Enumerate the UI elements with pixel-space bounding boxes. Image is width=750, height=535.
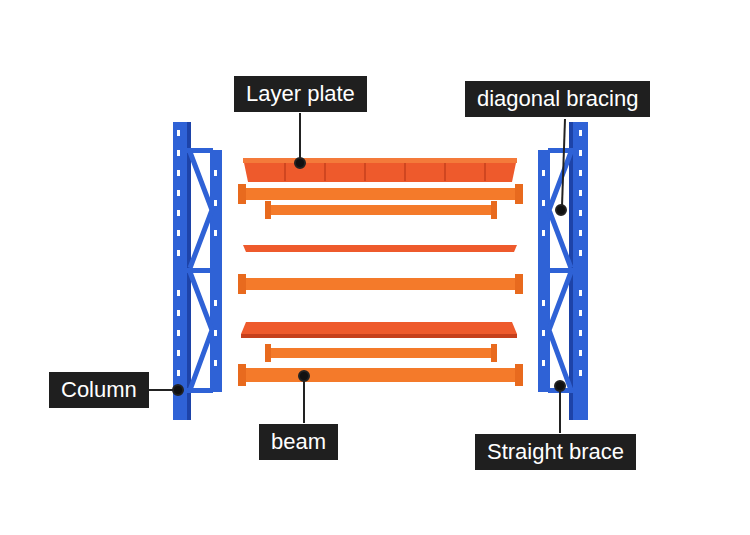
callout-label: Layer plate <box>246 81 355 107</box>
callout-box: Column <box>49 372 149 408</box>
callout-box: Layer plate <box>234 76 367 112</box>
shelf-parts <box>238 158 523 386</box>
leader-lines <box>149 113 566 433</box>
callout-label: Column <box>61 377 137 403</box>
callout-box: beam <box>259 424 338 460</box>
callout-box: diagonal bracing <box>465 81 650 117</box>
callout-label: beam <box>271 429 326 455</box>
callout-label: diagonal bracing <box>477 86 638 112</box>
callout-box: Straight brace <box>475 434 636 470</box>
callout-label: Straight brace <box>487 439 624 465</box>
left-frame <box>173 122 222 420</box>
